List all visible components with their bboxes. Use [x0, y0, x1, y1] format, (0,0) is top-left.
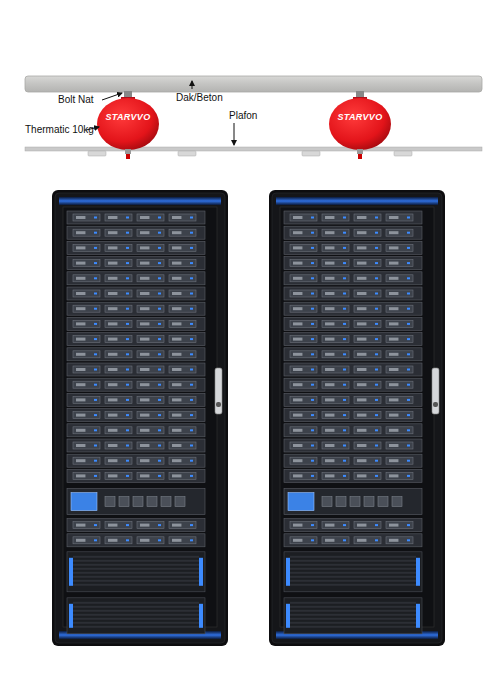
server-racks — [52, 190, 445, 646]
ceiling-fixtures — [88, 151, 412, 156]
brand-label: STARVVO — [330, 111, 390, 123]
part-label: Plafon — [229, 110, 257, 122]
leader-lines — [86, 81, 234, 145]
concrete-slab — [25, 76, 482, 92]
part-label: Dak/Beton — [176, 92, 223, 104]
fire-extinguisher — [97, 91, 159, 159]
part-label: Bolt Nat — [58, 94, 94, 106]
ceiling-panel — [25, 147, 482, 151]
brand-label: STARVVO — [98, 111, 158, 123]
part-label: Thermatic 10kg — [25, 124, 94, 136]
fire-extinguisher — [329, 91, 391, 159]
